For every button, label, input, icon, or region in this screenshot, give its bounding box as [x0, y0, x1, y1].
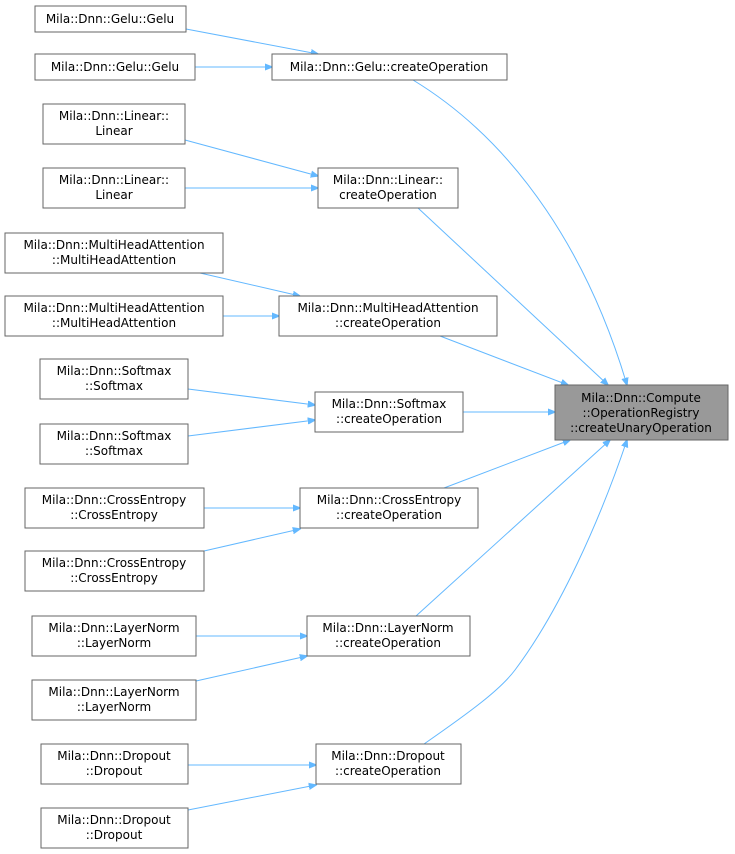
node-softmax-create-operation[interactable]: Mila::Dnn::Softmax ::createOperation: [314, 391, 464, 433]
node-dropout-create-operation[interactable]: Mila::Dnn::Dropout ::createOperation: [315, 743, 462, 785]
node-line: Mila::Dnn::CrossEntropy: [317, 493, 462, 507]
node-line: Mila::Dnn::LayerNorm: [322, 621, 453, 635]
node-line: Linear: [95, 124, 132, 138]
node-line: ::MultiHeadAttention: [52, 316, 176, 330]
edge-linear-op-to-target: [417, 207, 608, 385]
node-line: Mila::Dnn::Gelu::Gelu: [46, 12, 174, 26]
node-line: Mila::Dnn::MultiHeadAttention: [23, 301, 204, 315]
node-line: ::createOperation: [335, 636, 441, 650]
node-line: Mila::Dnn::Softmax: [57, 429, 172, 443]
node-line: Mila::Dnn::CrossEntropy: [42, 556, 187, 570]
node-line: Mila::Dnn::Softmax: [332, 397, 447, 411]
node-mha-constructor-1[interactable]: Mila::Dnn::MultiHeadAttention ::MultiHea…: [4, 232, 224, 274]
node-line: Mila::Dnn::Dropout: [57, 813, 171, 827]
node-layer-norm-create-operation[interactable]: Mila::Dnn::LayerNorm ::createOperation: [306, 615, 471, 657]
node-line: Mila::Dnn::Softmax: [57, 364, 172, 378]
node-line: Mila::Dnn::MultiHeadAttention: [297, 301, 478, 315]
edge-ln-2-to-ln-op: [195, 656, 307, 682]
node-cross-entropy-create-operation[interactable]: Mila::Dnn::CrossEntropy ::createOperatio…: [299, 487, 479, 529]
node-line: ::createUnaryOperation: [570, 421, 712, 435]
node-line: Mila::Dnn::Linear::: [59, 173, 169, 187]
node-line: Mila::Dnn::LayerNorm: [48, 685, 179, 699]
node-dropout-constructor-2[interactable]: Mila::Dnn::Dropout ::Dropout: [40, 807, 189, 849]
node-line: Mila::Dnn::Linear::: [333, 173, 443, 187]
edge-softmax-2-to-softmax-op: [187, 420, 315, 437]
node-line: ::Softmax: [85, 379, 143, 393]
node-line: ::MultiHeadAttention: [52, 253, 176, 267]
edge-gelu-op-to-target: [412, 79, 627, 385]
node-line: ::createOperation: [336, 412, 442, 426]
node-line: Mila::Dnn::Dropout: [331, 749, 445, 763]
node-gelu-create-operation[interactable]: Mila::Dnn::Gelu::createOperation: [271, 53, 508, 81]
node-softmax-constructor-1[interactable]: Mila::Dnn::Softmax ::Softmax: [39, 358, 189, 400]
node-line: Mila::Dnn::Dropout: [57, 749, 171, 763]
node-line: ::createOperation: [335, 764, 441, 778]
node-create-unary-operation[interactable]: Mila::Dnn::Compute ::OperationRegistry :…: [554, 384, 729, 441]
edge-dropout-2-to-dropout-op: [187, 785, 316, 811]
node-line: Mila::Dnn::Linear::: [59, 109, 169, 123]
edge-gelu-1-to-gelu-op: [185, 28, 318, 54]
node-line: ::CrossEntropy: [70, 508, 158, 522]
node-cross-entropy-constructor-1[interactable]: Mila::Dnn::CrossEntropy ::CrossEntropy: [24, 487, 205, 529]
edge-ce-2-to-ce-op: [203, 529, 300, 552]
edge-ce-op-to-target: [443, 440, 570, 489]
node-line: ::Dropout: [86, 764, 143, 778]
node-gelu-constructor-1[interactable]: Mila::Dnn::Gelu::Gelu: [34, 5, 187, 33]
edge-dropout-op-to-target: [423, 440, 627, 745]
node-line: Mila::Dnn::CrossEntropy: [42, 493, 187, 507]
node-linear-constructor-1[interactable]: Mila::Dnn::Linear:: Linear: [42, 103, 186, 145]
edge-mha-1-to-mha-op: [199, 272, 300, 296]
node-line: Mila::Dnn::LayerNorm: [48, 621, 179, 635]
node-line: Mila::Dnn::Gelu::Gelu: [51, 60, 179, 74]
edge-linear-1-to-linear-op: [184, 139, 318, 176]
node-mha-constructor-2[interactable]: Mila::Dnn::MultiHeadAttention ::MultiHea…: [4, 295, 224, 337]
node-line: Mila::Dnn::Gelu::createOperation: [290, 60, 489, 74]
node-gelu-constructor-2[interactable]: Mila::Dnn::Gelu::Gelu: [34, 53, 196, 81]
node-softmax-constructor-2[interactable]: Mila::Dnn::Softmax ::Softmax: [39, 423, 189, 465]
node-line: ::createOperation: [335, 316, 441, 330]
edge-softmax-1-to-softmax-op: [187, 388, 315, 405]
node-line: ::createOperation: [336, 508, 442, 522]
node-line: ::OperationRegistry: [583, 406, 700, 420]
edge-ln-op-to-target: [415, 440, 610, 617]
node-linear-create-operation[interactable]: Mila::Dnn::Linear:: createOperation: [317, 167, 459, 209]
node-line: ::Softmax: [85, 444, 143, 458]
node-linear-constructor-2[interactable]: Mila::Dnn::Linear:: Linear: [42, 167, 186, 209]
edges-layer: [184, 28, 627, 811]
node-line: Mila::Dnn::MultiHeadAttention: [23, 238, 204, 252]
node-line: ::CrossEntropy: [70, 571, 158, 585]
edge-mha-op-to-target: [439, 335, 568, 385]
node-layer-norm-constructor-2[interactable]: Mila::Dnn::LayerNorm ::LayerNorm: [31, 679, 197, 721]
node-mha-create-operation[interactable]: Mila::Dnn::MultiHeadAttention ::createOp…: [278, 295, 498, 337]
node-dropout-constructor-1[interactable]: Mila::Dnn::Dropout ::Dropout: [40, 743, 189, 785]
node-line: createOperation: [339, 188, 437, 202]
node-line: ::LayerNorm: [77, 636, 151, 650]
node-line: Linear: [95, 188, 132, 202]
node-layer-norm-constructor-1[interactable]: Mila::Dnn::LayerNorm ::LayerNorm: [31, 615, 197, 657]
node-cross-entropy-constructor-2[interactable]: Mila::Dnn::CrossEntropy ::CrossEntropy: [24, 550, 205, 592]
node-line: ::LayerNorm: [77, 700, 151, 714]
node-line: ::Dropout: [86, 828, 143, 842]
node-line: Mila::Dnn::Compute: [581, 391, 701, 405]
